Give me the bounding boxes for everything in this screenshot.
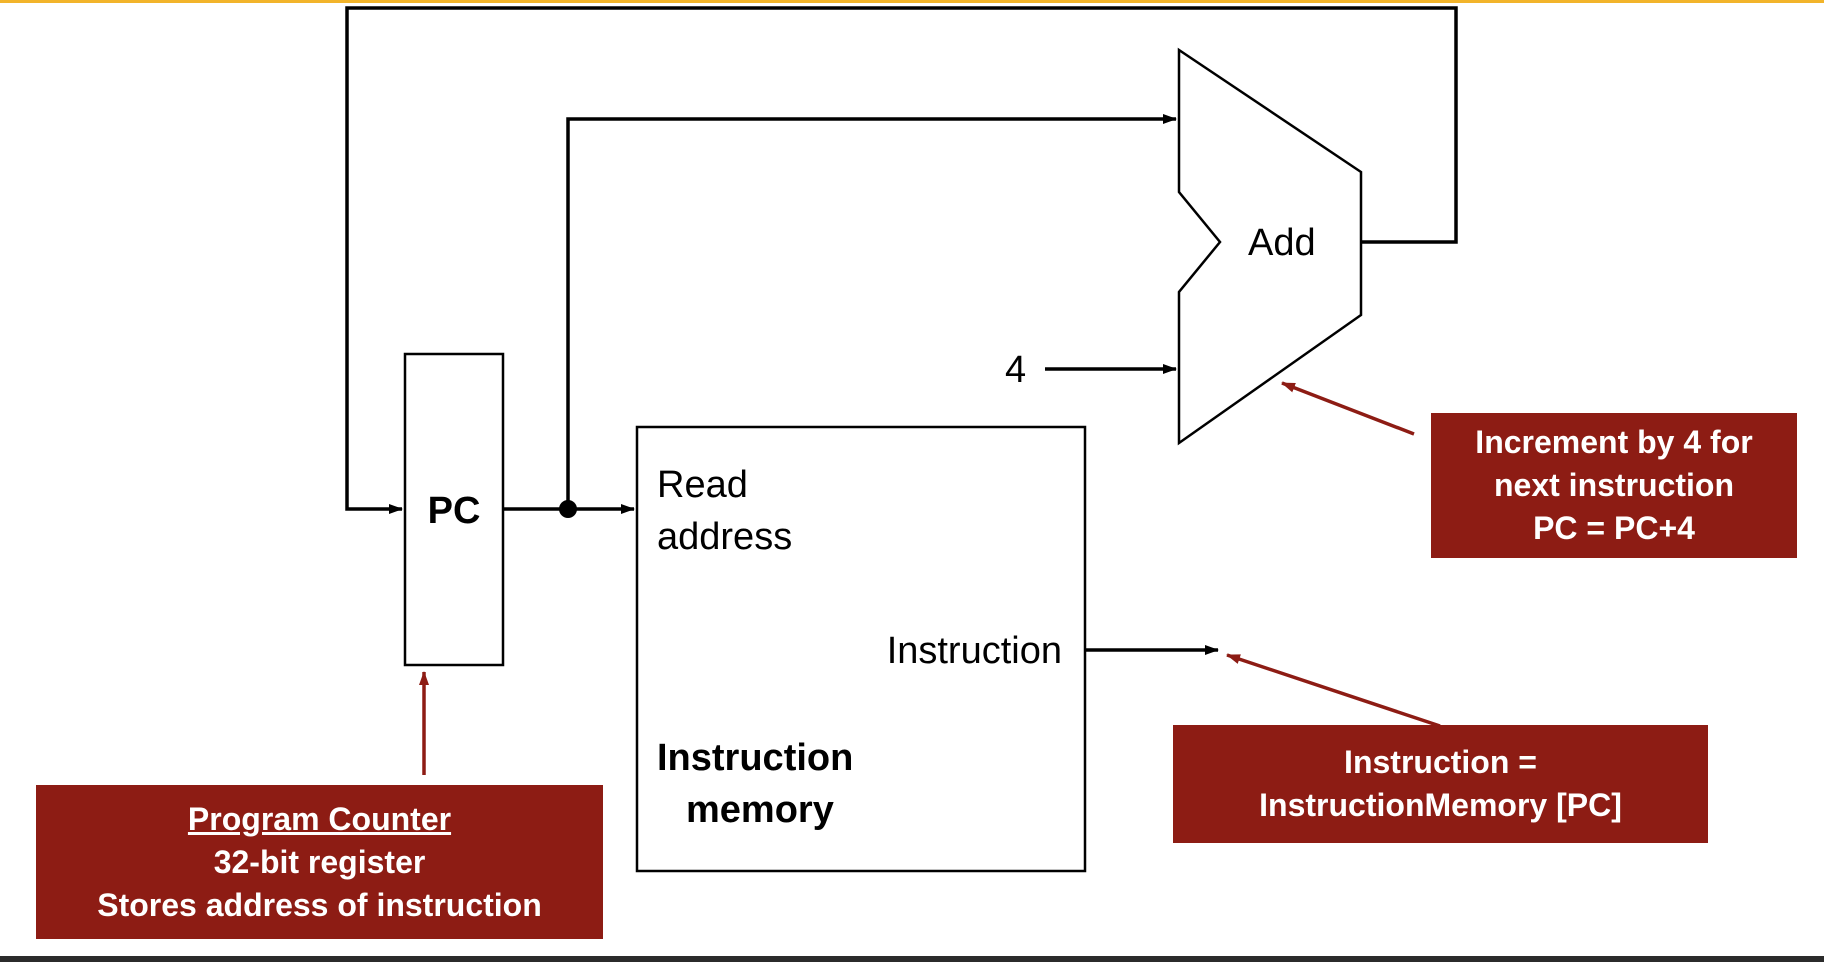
callout-instruction-line2: InstructionMemory [PC] bbox=[1259, 787, 1622, 823]
memory-input-label-line2: address bbox=[657, 516, 792, 558]
bottom-bar bbox=[0, 956, 1824, 962]
pc-label: PC bbox=[428, 490, 481, 532]
top-accent-bar bbox=[0, 0, 1824, 3]
callout-program-counter: Program Counter 32-bit register Stores a… bbox=[36, 785, 603, 939]
constant-four-label: 4 bbox=[1005, 349, 1026, 391]
junction-dot bbox=[559, 500, 577, 518]
memory-input-label-line1: Read bbox=[657, 464, 748, 506]
callout-pc-title: Program Counter bbox=[187, 800, 452, 837]
wire-pc-feedback bbox=[345, 6, 1458, 514]
callout-adder-line2: next instruction bbox=[1493, 467, 1734, 503]
callout-arrow-adder bbox=[1281, 381, 1415, 436]
callout-adder-line1: Increment by 4 for bbox=[1475, 424, 1753, 460]
memory-title-line2: memory bbox=[686, 789, 834, 831]
wire-pc-to-adder bbox=[566, 114, 1177, 509]
callout-pc-line3: Stores address of instruction bbox=[97, 886, 542, 923]
callout-adder-line3: PC = PC+4 bbox=[1533, 510, 1695, 546]
callout-instruction-line1: Instruction = bbox=[1344, 744, 1537, 780]
adder-label: Add bbox=[1248, 222, 1316, 264]
callout-pc-line2: 32-bit register bbox=[213, 843, 426, 880]
adder-unit bbox=[1177, 47, 1363, 446]
instruction-memory bbox=[635, 425, 1087, 873]
callout-arrow-instruction bbox=[1226, 653, 1441, 728]
callout-instruction: Instruction = InstructionMemory [PC] bbox=[1173, 725, 1708, 843]
memory-title-line1: Instruction bbox=[657, 737, 853, 779]
callout-adder: Increment by 4 for next instruction PC =… bbox=[1431, 413, 1797, 558]
pc-register bbox=[403, 352, 505, 667]
memory-output-label: Instruction bbox=[887, 630, 1062, 672]
